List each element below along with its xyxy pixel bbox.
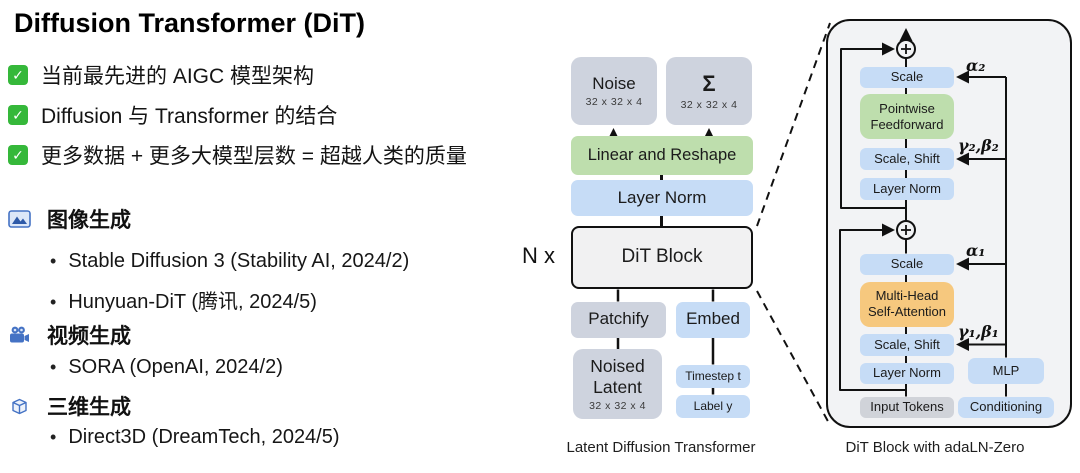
- bullet-icon: •: [50, 292, 57, 312]
- highlight-text: 当前最先进的 AIGC 模型架构: [41, 65, 315, 88]
- scale-shift-box-ffn: Scale, Shift: [860, 147, 954, 170]
- n-times-label: N x: [522, 243, 555, 268]
- layer-norm-box-attn: Layer Norm: [860, 362, 954, 384]
- gamma2-beta2-label: γ₂,β₂: [958, 136, 999, 155]
- layer-norm-box-ffn: Layer Norm: [860, 178, 954, 200]
- conditioning-box: Conditioning: [958, 396, 1054, 418]
- check-icon: ✓: [8, 145, 28, 165]
- input-tokens-box: Input Tokens: [860, 396, 954, 418]
- noised-latent-dims: 32 x 32 x 4: [589, 399, 646, 412]
- pointwise-feedforward-box: Pointwise Feedforward: [860, 94, 954, 139]
- image-icon: [8, 209, 31, 229]
- video-icon: [8, 325, 31, 345]
- bullet-icon: •: [50, 251, 57, 271]
- section-title: 三维生成: [47, 396, 131, 419]
- label-y-box: Label y: [676, 394, 750, 418]
- scale-shift-box-attn: Scale, Shift: [860, 334, 954, 356]
- section-title: 视频生成: [47, 325, 131, 348]
- section-title: 图像生成: [47, 209, 131, 232]
- check-icon: ✓: [8, 105, 28, 125]
- highlight-item: ✓ 更多数据 + 更多大模型层数 = 超越人类的质量: [8, 140, 467, 170]
- patchify-box: Patchify: [571, 301, 666, 338]
- list-item: • Direct3D (DreamTech, 2024/5): [50, 426, 340, 448]
- alpha2-label: α₂: [966, 56, 986, 75]
- mlp-box: MLP: [968, 357, 1044, 384]
- dit-block-box: DiT Block: [571, 226, 753, 289]
- linear-reshape-box: Linear and Reshape: [571, 136, 753, 175]
- ldt-caption: Latent Diffusion Transformer: [566, 439, 756, 456]
- page-title: Diffusion Transformer (DiT): [14, 8, 366, 38]
- section-header-video-gen: 视频生成: [8, 320, 131, 350]
- bullet-icon: •: [50, 357, 57, 377]
- cube-icon: [8, 396, 31, 416]
- list-item: • SORA (OpenAI, 2024/2): [50, 356, 283, 378]
- highlight-item: ✓ 当前最先进的 AIGC 模型架构: [8, 60, 314, 90]
- dit-caption: DiT Block with adaLN-Zero: [845, 439, 1025, 456]
- section-header-3d-gen: 三维生成: [8, 391, 131, 421]
- bullet-icon: •: [50, 427, 57, 447]
- highlight-text: 更多数据 + 更多大模型层数 = 超越人类的质量: [41, 145, 467, 168]
- scale-box-ffn: Scale: [860, 66, 954, 88]
- timestep-box: Timestep t: [676, 364, 750, 388]
- layer-norm-box: Layer Norm: [571, 180, 753, 216]
- embed-box: Embed: [676, 301, 750, 338]
- noise-dims: 32 x 32 x 4: [585, 95, 643, 108]
- list-item: • Stable Diffusion 3 (Stability AI, 2024…: [50, 250, 410, 272]
- left-panel: Diffusion Transformer (DiT) ✓ 当前最先进的 AIG…: [8, 8, 467, 448]
- check-icon: ✓: [8, 65, 28, 85]
- highlight-text: Diffusion 与 Transformer 的结合: [41, 105, 338, 128]
- scale-box-attn: Scale: [860, 253, 954, 275]
- sigma-dims: 32 x 32 x 4: [680, 98, 738, 111]
- noise-box: Noise 32 x 32 x 4: [571, 57, 657, 125]
- list-item: • Hunyuan-DiT (腾讯, 2024/5): [50, 291, 317, 313]
- gamma1-beta1-label: γ₁,β₁: [958, 322, 999, 341]
- highlight-item: ✓ Diffusion 与 Transformer 的结合: [8, 100, 337, 130]
- multi-head-self-attention-box: Multi-Head Self-Attention: [860, 281, 954, 327]
- noised-latent-box: Noised Latent 32 x 32 x 4: [573, 349, 662, 419]
- sigma-box: Σ 32 x 32 x 4: [666, 57, 752, 125]
- section-header-image-gen: 图像生成: [8, 204, 131, 234]
- alpha1-label: α₁: [966, 241, 986, 260]
